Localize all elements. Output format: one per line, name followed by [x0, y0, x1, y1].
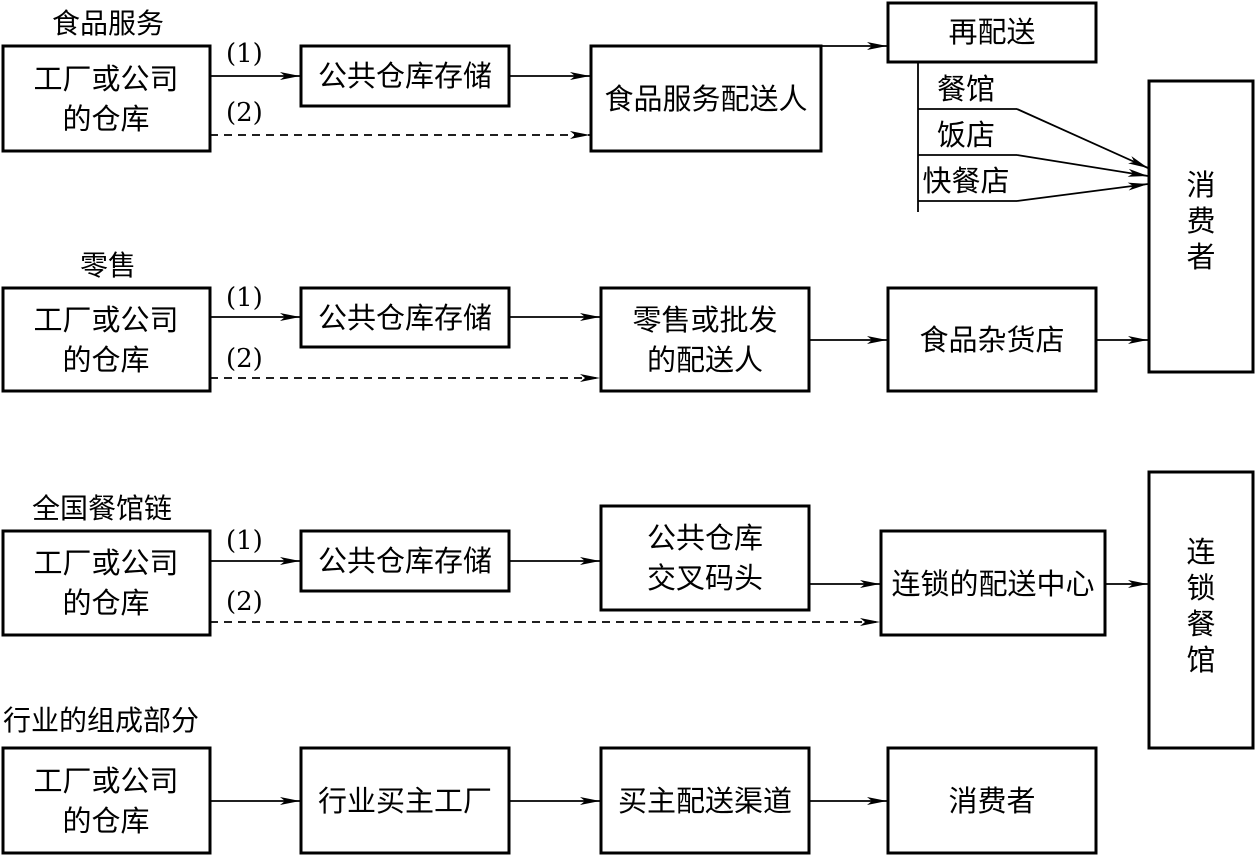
food-service-distributor-box: [589, 44, 823, 153]
cross-dock-box: [599, 504, 811, 612]
section-title-retail: 零售: [80, 249, 136, 282]
factory-warehouse-label-2b: 的仓库: [62, 343, 149, 377]
route-label-1-1: (1): [226, 39, 263, 69]
grocery-store-box: [886, 286, 1098, 393]
hotel-label: 饭店: [937, 118, 995, 152]
retail-wholesale-distributor-box: [599, 286, 811, 393]
cross-dock-label-a: 公共仓库: [647, 521, 763, 555]
route-label-1-2: (2): [226, 98, 263, 128]
fastfood-label: 快餐店: [922, 164, 1009, 198]
public-storage-box-1: [299, 44, 511, 108]
buyer-distribution-channel-label: 买主配送渠道: [618, 784, 792, 818]
factory-warehouse-box-1: [1, 44, 212, 153]
arrow-fastfood-to-consumer: [1016, 182, 1149, 202]
consumer-vertical-char-2: 费: [1186, 204, 1215, 238]
consumer-box: [886, 746, 1098, 855]
chain-restaurant-char-3: 餐: [1186, 607, 1215, 641]
consumer-vertical-char-1: 消: [1186, 168, 1215, 202]
chain-restaurant-vertical-box: [1147, 470, 1255, 750]
factory-warehouse-label-4b: 的仓库: [62, 804, 149, 838]
food-service-distributor-label: 食品服务配送人: [604, 82, 807, 116]
factory-warehouse-label-2a: 工厂或公司: [33, 303, 178, 337]
redistribution-label: 再配送: [948, 15, 1035, 49]
factory-warehouse-label-3a: 工厂或公司: [33, 546, 178, 580]
factory-warehouse-label-1b: 的仓库: [62, 102, 149, 136]
factory-warehouse-label-4a: 工厂或公司: [33, 764, 178, 798]
factory-warehouse-label-1a: 工厂或公司: [33, 62, 178, 96]
factory-warehouse-box-4: [1, 746, 212, 855]
chain-restaurant-char-2: 锁: [1186, 571, 1215, 605]
route-label-2-1: (1): [226, 283, 263, 313]
chain-restaurant-char-4: 馆: [1186, 643, 1215, 677]
consumer-vertical-box: [1147, 79, 1255, 374]
public-storage-label-2: 公共仓库存储: [318, 301, 492, 335]
industrial-buyer-factory-box: [299, 746, 511, 855]
retail-distributor-label-a: 零售或批发: [632, 303, 777, 337]
arrow-restaurant-to-consumer: [1016, 108, 1149, 169]
route-label-2-2: (2): [226, 344, 263, 374]
industrial-buyer-factory-label: 行业买主工厂: [318, 784, 492, 818]
grocery-store-label: 食品杂货店: [919, 323, 1064, 357]
factory-warehouse-box-2: [1, 286, 212, 393]
consumer-vertical-char-3: 者: [1186, 240, 1215, 274]
factory-warehouse-label-3b: 的仓库: [62, 586, 149, 620]
consumer-label: 消费者: [948, 784, 1035, 818]
section-title-chain: 全国餐馆链: [32, 492, 172, 525]
section-title-food-service: 食品服务: [52, 7, 164, 40]
public-storage-label-3: 公共仓库存储: [318, 544, 492, 578]
public-storage-label-1: 公共仓库存储: [318, 59, 492, 93]
restaurant-label: 餐馆: [937, 72, 995, 106]
redistribution-box: [886, 1, 1098, 64]
chain-restaurant-char-1: 连: [1186, 535, 1215, 569]
cross-dock-label-b: 交叉码头: [647, 561, 763, 595]
public-storage-box-3: [299, 529, 511, 593]
public-storage-box-2: [299, 286, 511, 349]
section-title-industry: 行业的组成部分: [3, 704, 199, 737]
retail-distributor-label-b: 的配送人: [647, 343, 763, 377]
chain-distribution-center-box: [879, 529, 1107, 637]
route-label-3-2: (2): [226, 587, 263, 617]
arrow-hotel-to-consumer: [1016, 154, 1149, 177]
buyer-distribution-channel-box: [599, 746, 811, 855]
factory-warehouse-box-3: [1, 529, 212, 637]
chain-distribution-center-label: 连锁的配送中心: [891, 567, 1094, 601]
route-label-3-1: (1): [226, 526, 263, 556]
